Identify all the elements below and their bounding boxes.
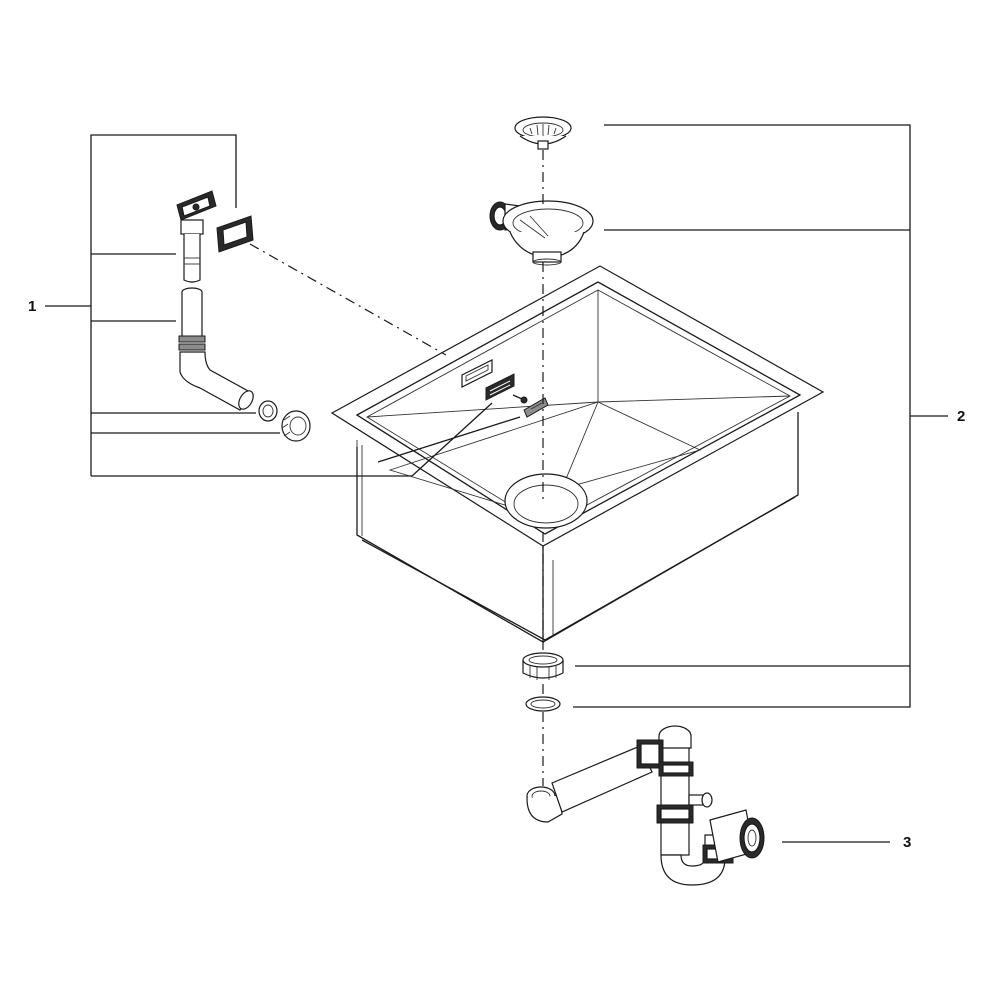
callout-1: 1 (28, 298, 36, 315)
callout-2: 2 (957, 408, 965, 425)
overflow-seal-ring (258, 400, 278, 422)
overflow-screw (512, 394, 528, 404)
callout-3: 3 (903, 834, 911, 851)
strainer-basket (514, 116, 572, 150)
leader-lines-group-2 (573, 124, 948, 708)
overflow-clip (523, 397, 549, 418)
siphon-trap (526, 725, 765, 886)
drain-lock-nut (522, 652, 564, 680)
drain-seal-ring (525, 696, 561, 712)
overflow-hose (178, 287, 254, 411)
overflow-head (176, 190, 217, 283)
drain-strainer-body (489, 200, 594, 266)
sink-basin (330, 265, 825, 644)
assembly-axes (249, 150, 544, 786)
overflow-gasket (216, 215, 254, 253)
overflow-nut (281, 410, 311, 442)
overflow-plate (485, 373, 515, 401)
leader-lines-group-1 (45, 134, 521, 477)
